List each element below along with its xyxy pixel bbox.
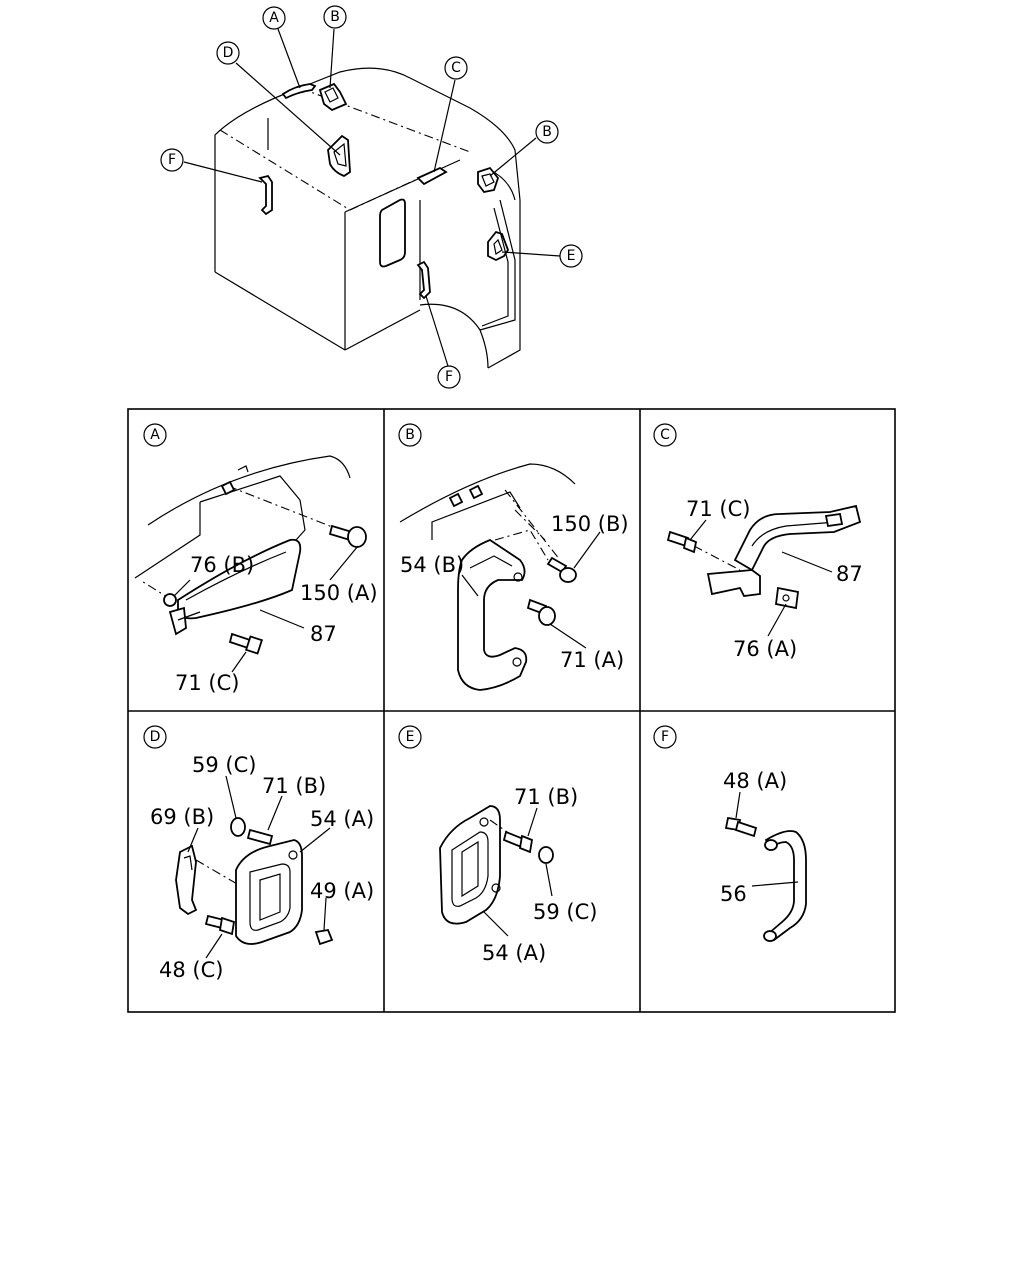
label-69b: 69 (B) (150, 805, 214, 829)
overview-handle-f1 (258, 174, 273, 216)
label-54a: 54 (A) (482, 941, 546, 965)
panel-b-letter: B (405, 427, 415, 443)
overview-callouts: A B B C D E F (160, 5, 583, 389)
label-87: 87 (310, 622, 337, 646)
callout-c: C (444, 56, 468, 80)
label-48a: 48 (A) (723, 769, 787, 793)
detail-grid (127, 408, 896, 1013)
label-76a: 76 (A) (733, 637, 797, 661)
label-150b: 150 (B) (551, 512, 629, 536)
panel-f-badge (653, 725, 677, 749)
svg-text:E: E (567, 248, 576, 264)
cab-overview: A B B C D E F (160, 5, 583, 389)
svg-text:D: D (223, 45, 234, 61)
label-48c: 48 (C) (159, 958, 223, 982)
panel-b-badge (398, 423, 422, 447)
label-59c: 59 (C) (192, 753, 256, 777)
label-59c: 59 (C) (533, 900, 597, 924)
panel-c: C 71 (C) 87 76 (A) (653, 423, 863, 661)
panel-d-badge (143, 725, 167, 749)
panel-a-letter: A (150, 427, 160, 443)
label-49a: 49 (A) (310, 879, 374, 903)
callout-f-left: F (160, 148, 184, 172)
panel-a: A 76 (B) 150 (A) 87 71 (C) (134, 423, 378, 695)
panel-c-badge (653, 423, 677, 447)
svg-text:F: F (168, 152, 176, 168)
callout-b-top: B (323, 5, 347, 29)
panel-e-badge (398, 725, 422, 749)
panel-e-letter: E (406, 729, 415, 745)
panel-f: F 48 (A) 56 (653, 725, 807, 942)
label-76b: 76 (B) (190, 553, 254, 577)
overview-handle-a (281, 83, 317, 100)
cab-body (214, 67, 521, 369)
label-71c: 71 (C) (175, 671, 239, 695)
overview-bracket-d (327, 134, 351, 178)
label-71b: 71 (B) (514, 785, 578, 809)
overview-handle-f2 (416, 260, 431, 300)
overview-handle-c (416, 166, 448, 186)
callout-f-bottom: F (437, 365, 461, 389)
callout-a: A (262, 6, 286, 30)
overview-handle-e (479, 199, 516, 331)
overview-handle-b-top (318, 82, 348, 112)
label-71c: 71 (C) (686, 497, 750, 521)
svg-text:F: F (445, 369, 453, 385)
label-71b: 71 (B) (262, 774, 326, 798)
panel-d-letter: D (150, 729, 161, 745)
label-56: 56 (720, 882, 747, 906)
overview-leaders (183, 28, 561, 367)
label-71a: 71 (A) (560, 648, 624, 672)
panel-e: E 71 (B) 59 (C) 54 (A) (398, 725, 597, 965)
panel-f-letter: F (661, 729, 669, 745)
panel-a-badge (143, 423, 167, 447)
panel-c-letter: C (660, 427, 670, 443)
callout-b-side: B (535, 120, 559, 144)
svg-text:B: B (330, 9, 340, 25)
label-150a: 150 (A) (300, 581, 378, 605)
svg-text:C: C (451, 60, 461, 76)
panel-b: B 54 (B) 150 (B) 71 (A) (398, 423, 629, 691)
panel-d: D 59 (C) 71 (B) 69 (B) 54 (A) 49 (A) 48 … (143, 725, 374, 982)
callout-d: D (216, 41, 240, 65)
label-87: 87 (836, 562, 863, 586)
label-54b: 54 (B) (400, 553, 464, 577)
svg-text:B: B (542, 124, 552, 140)
svg-text:A: A (269, 10, 279, 26)
callout-e: E (559, 244, 583, 268)
label-54a: 54 (A) (310, 807, 374, 831)
